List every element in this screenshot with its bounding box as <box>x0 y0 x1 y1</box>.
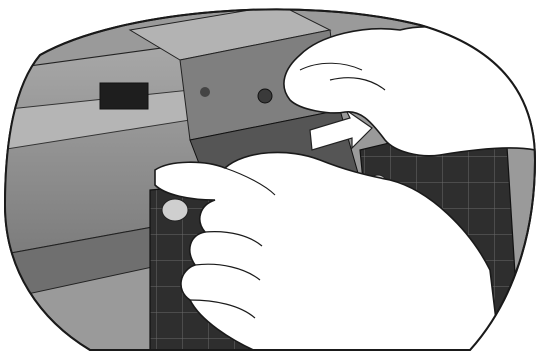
vent-slot <box>100 83 148 109</box>
